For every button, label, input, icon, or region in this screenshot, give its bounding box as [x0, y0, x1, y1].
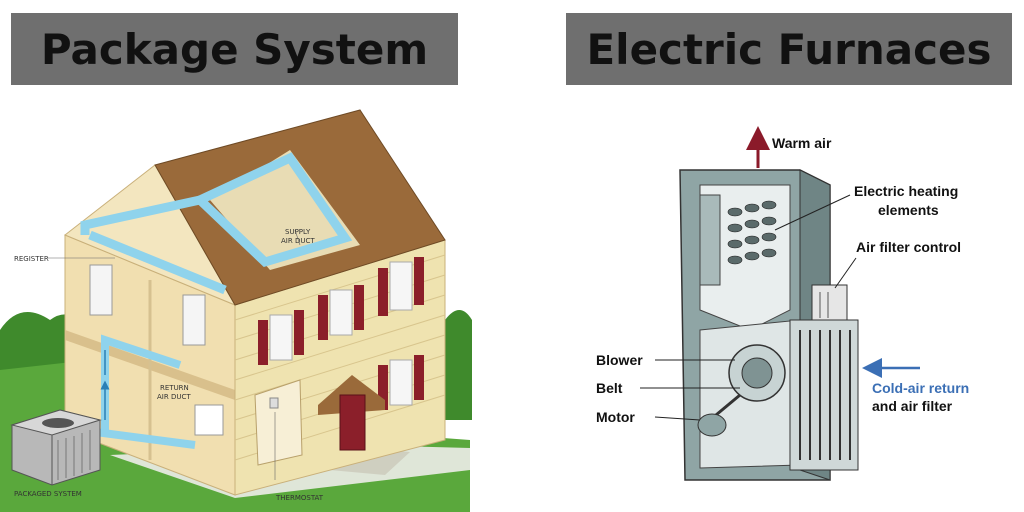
filter-slats — [799, 330, 851, 460]
cold-air-return-label: Cold-air return — [872, 380, 969, 396]
blower-label: Blower — [596, 352, 643, 368]
bush-right — [445, 310, 472, 420]
air-filter-grille — [789, 319, 859, 471]
motor — [697, 413, 727, 437]
warm-air-label: Warm air — [772, 135, 832, 151]
air-filter-control-label: Air filter control — [856, 239, 961, 255]
front-windows — [258, 257, 424, 410]
supply-air-duct — [192, 152, 353, 268]
front-door — [339, 394, 366, 451]
window-interior-1 — [89, 264, 113, 316]
supply-label-1: SUPPLY — [285, 228, 311, 236]
belt-label: Belt — [596, 380, 623, 396]
filter-control-leader — [834, 257, 857, 289]
return-grille — [194, 404, 224, 436]
supply-label-2: AIR DUCT — [281, 237, 315, 245]
thermostat-device — [269, 397, 279, 409]
window-interior-2 — [182, 294, 206, 346]
duct-crossover — [88, 230, 227, 295]
heating-elements-label-2: elements — [878, 202, 939, 218]
return-label-2: AIR DUCT — [157, 393, 191, 401]
heating-leader — [774, 194, 851, 231]
packaged-system-unit — [10, 409, 102, 486]
air-filter-label: and air filter — [872, 398, 953, 414]
return-label-1: RETURN — [160, 384, 189, 392]
air-filter-control-box — [811, 284, 848, 326]
wall-cutaway — [254, 379, 303, 466]
heating-elements-label-1: Electric heating — [854, 183, 958, 199]
motor-leader — [654, 416, 701, 421]
heater-panel — [699, 194, 721, 286]
duct-upper-left — [80, 195, 201, 235]
package-system-title: Package System — [11, 13, 458, 85]
register-label: REGISTER — [14, 255, 49, 263]
motor-label: Motor — [596, 409, 635, 425]
electric-furnaces-title: Electric Furnaces — [566, 13, 1012, 85]
supply-leader — [294, 229, 301, 246]
electric-heating-elements — [727, 200, 777, 265]
packaged-system-label: PACKAGED SYSTEM — [14, 490, 82, 498]
blower-hub — [741, 357, 773, 389]
thermostat-label: THERMOSTAT — [275, 494, 324, 502]
